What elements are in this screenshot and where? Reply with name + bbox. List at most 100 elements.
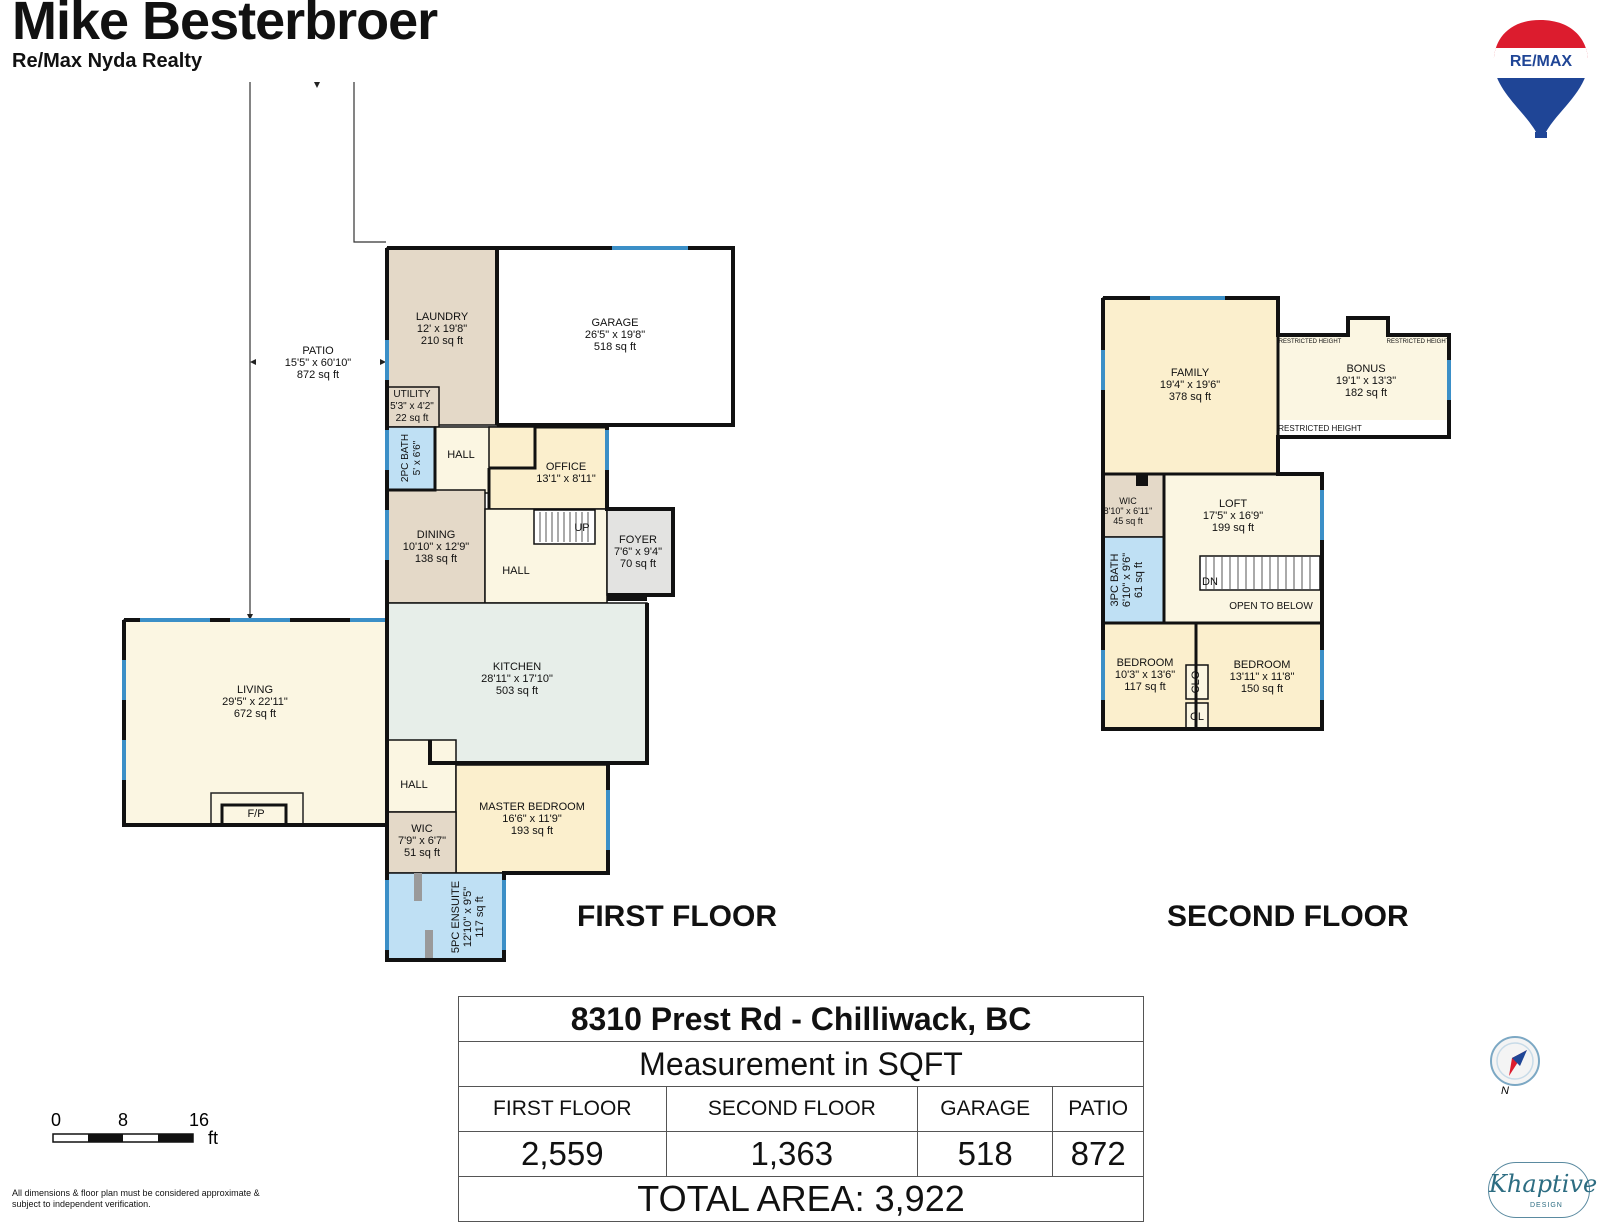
master-area: 193 sq ft	[511, 825, 553, 837]
patio-area: 872 sq ft	[297, 369, 339, 381]
loft-dims: 17'5" x 16'9"	[1203, 510, 1263, 522]
clo-label: CLO	[1190, 670, 1202, 693]
loft-area: 199 sq ft	[1212, 522, 1254, 534]
stairs-down	[1199, 555, 1321, 591]
wic-area: 51 sq ft	[404, 847, 440, 859]
family-name: FAMILY	[1171, 367, 1210, 379]
laundry-name: LAUNDRY	[416, 311, 469, 323]
fireplace	[210, 792, 304, 826]
garage-name: GARAGE	[591, 317, 638, 329]
header-second-floor: SECOND FLOOR	[665, 1086, 919, 1132]
designer-logo-sub: DESIGN	[1530, 1202, 1563, 1209]
stair-treads	[539, 512, 589, 542]
disclaimer: All dimensions & floor plan must be cons…	[12, 1188, 260, 1209]
scale-tick-0: 0	[51, 1110, 61, 1130]
wic-name: WIC	[411, 823, 432, 835]
bed1-area: 117 sq ft	[1124, 681, 1165, 693]
measurement-unit: Measurement in SQFT	[458, 1041, 1144, 1087]
dining-name: DINING	[417, 529, 456, 541]
stair-treads-upper	[1205, 557, 1311, 589]
total-area: TOTAL AREA: 3,922	[458, 1176, 1144, 1222]
office-dims: 13'1" x 8'11"	[536, 473, 596, 485]
foyer-name: FOYER	[619, 534, 657, 546]
kitchen-room	[386, 602, 648, 764]
master-name: MASTER BEDROOM	[479, 801, 585, 813]
loft-name: LOFT	[1219, 498, 1247, 510]
header-first-floor: FIRST FLOOR	[458, 1086, 667, 1132]
agent-name: Mike Besterbroer	[12, 0, 438, 51]
value-first-floor: 2,559	[458, 1131, 667, 1177]
garage-area: 518 sq ft	[594, 341, 636, 353]
bath3-dims: 6'10" x 9'6"	[1121, 553, 1133, 607]
ensuite-fixture	[414, 873, 422, 901]
wic-upper-name: WIC	[1119, 496, 1137, 506]
laundry-area: 210 sq ft	[421, 335, 463, 347]
hall-mid-label: HALL	[502, 565, 530, 577]
living-room	[123, 619, 388, 826]
master-bedroom	[455, 764, 609, 874]
scale-tick-8: 8	[118, 1110, 128, 1130]
scale-unit: ft	[208, 1128, 218, 1148]
wic-dims: 7'9" x 6'7"	[398, 835, 446, 847]
family-area: 378 sq ft	[1169, 391, 1211, 403]
compass-icon: N	[1490, 1036, 1540, 1097]
bath2-name: 2PC BATH	[400, 434, 411, 482]
hall-top-label: HALL	[447, 449, 475, 461]
bed2-name: BEDROOM	[1234, 659, 1291, 671]
value-garage: 518	[917, 1131, 1054, 1177]
designer-logo: Khaptive	[1488, 1162, 1597, 1218]
hall-low	[386, 739, 457, 813]
compass-north-label: N	[1501, 1085, 1509, 1097]
wic-upper-dims: 8'10" x 6'11"	[1104, 506, 1153, 516]
cl-label: CL	[1190, 711, 1204, 723]
remax-logo-text: RE/MAX	[1510, 53, 1573, 70]
header-patio: PATIO	[1052, 1086, 1144, 1132]
two-pc-bath	[386, 426, 436, 491]
wic-room	[386, 811, 457, 874]
restricted-left: RESTRICTED HEIGHT	[1279, 339, 1342, 345]
utility-name: UTILITY	[393, 389, 431, 400]
bed2-dims: 13'11" x 11'8"	[1230, 671, 1295, 683]
bonus-dims: 19'1" x 13'3"	[1336, 375, 1396, 387]
kitchen-dims: 28'11" x 17'10"	[481, 673, 553, 685]
foyer-room	[606, 508, 674, 596]
bedroom-two	[1195, 622, 1323, 730]
wic-upper-area: 45 sq ft	[1113, 516, 1143, 526]
restricted-right: RESTRICTED HEIGHT	[1387, 339, 1450, 345]
family-dims: 19'4" x 19'6"	[1160, 379, 1220, 391]
garage-room	[496, 247, 734, 426]
foyer-area: 70 sq ft	[620, 558, 656, 570]
restricted-bottom: RESTRICTED HEIGHT	[1278, 424, 1362, 433]
bonus-area: 182 sq ft	[1345, 387, 1387, 399]
laundry-dims: 12' x 19'8"	[417, 323, 467, 335]
living-area: 672 sq ft	[234, 708, 276, 720]
three-pc-bath	[1102, 536, 1165, 624]
bed1-name: BEDROOM	[1117, 657, 1174, 669]
dining-area: 138 sq ft	[415, 553, 457, 565]
scale-bar: 0 8 16 ft	[51, 1110, 218, 1148]
living-dims: 29'5" x 22'11"	[222, 696, 288, 708]
utility-room	[386, 386, 440, 428]
ensuite-area: 117 sq ft	[474, 896, 486, 937]
utility-area: 22 sq ft	[396, 413, 429, 424]
header-garage: GARAGE	[917, 1086, 1054, 1132]
bonus-name: BONUS	[1346, 363, 1385, 375]
remax-logo: RE/MAX	[1493, 20, 1589, 138]
living-name: LIVING	[237, 684, 273, 696]
ensuite-name: 5PC ENSUITE	[450, 881, 462, 953]
bed2-area: 150 sq ft	[1241, 683, 1283, 695]
patio-name: PATIO	[302, 345, 334, 357]
address: 8310 Prest Rd - Chilliwack, BC	[458, 996, 1144, 1042]
value-second-floor: 1,363	[665, 1131, 919, 1177]
ensuite-room	[386, 872, 505, 961]
area-summary-table: 8310 Prest Rd - Chilliwack, BC Measureme…	[458, 996, 1144, 1222]
open-to-below: OPEN TO BELOW	[1229, 601, 1313, 612]
bath2-dims: 5' x 6'6"	[412, 440, 423, 475]
bath3-name: 3PC BATH	[1109, 553, 1121, 606]
foyer-dims: 7'6" x 9'4"	[614, 546, 662, 558]
wic-upper	[1102, 473, 1165, 538]
ensuite-fixture	[425, 930, 433, 958]
kitchen-area: 503 sq ft	[496, 685, 538, 697]
stairs-down-label: DN	[1202, 576, 1218, 588]
